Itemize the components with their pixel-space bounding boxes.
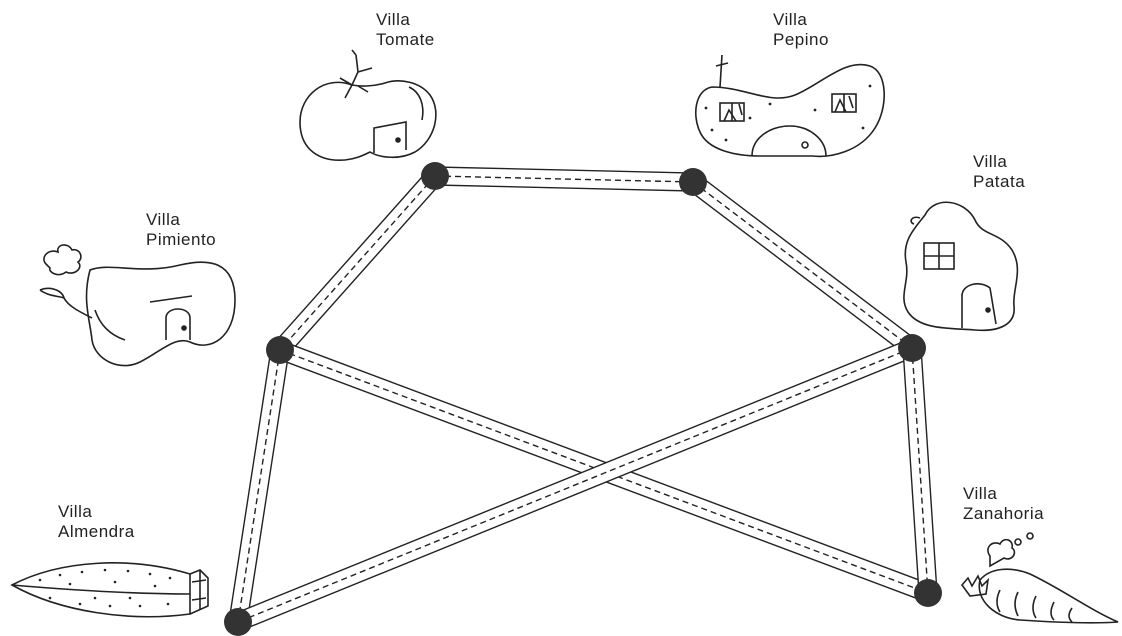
road-pimiento-almendra (228, 347, 290, 625)
potato-house-icon (903, 201, 1019, 332)
road-centerline (692, 181, 913, 349)
road-edge (272, 169, 443, 357)
road-edge (686, 173, 919, 357)
junction-almendra (224, 608, 252, 636)
junction-tomate (421, 162, 449, 190)
junction-pepino (679, 168, 707, 196)
road-patata-zanahoria (902, 346, 938, 595)
junction-pimiento (266, 336, 294, 364)
road-edge (434, 166, 694, 192)
road-pepino-patata (686, 173, 919, 357)
road-centerline (279, 175, 436, 351)
road-centerline (434, 175, 694, 183)
road-patata-almendra (233, 338, 917, 632)
road-centerline (911, 347, 929, 594)
road-centerline (237, 347, 913, 623)
junctions (224, 162, 942, 636)
road-tomate-pimiento (272, 169, 443, 357)
carrot-house-icon (960, 532, 1119, 624)
roads (228, 166, 938, 632)
cucumber-house-icon (694, 54, 885, 158)
pepper-house-icon (39, 244, 236, 367)
junction-patata (898, 334, 926, 362)
road-edge (228, 347, 290, 625)
junction-zanahoria (914, 579, 942, 607)
tomato-house-icon (299, 49, 437, 161)
road-centerline (237, 349, 281, 623)
almond-house-icon (10, 562, 209, 618)
road-tomate-pepino (434, 166, 694, 192)
road-centerline (279, 349, 929, 594)
